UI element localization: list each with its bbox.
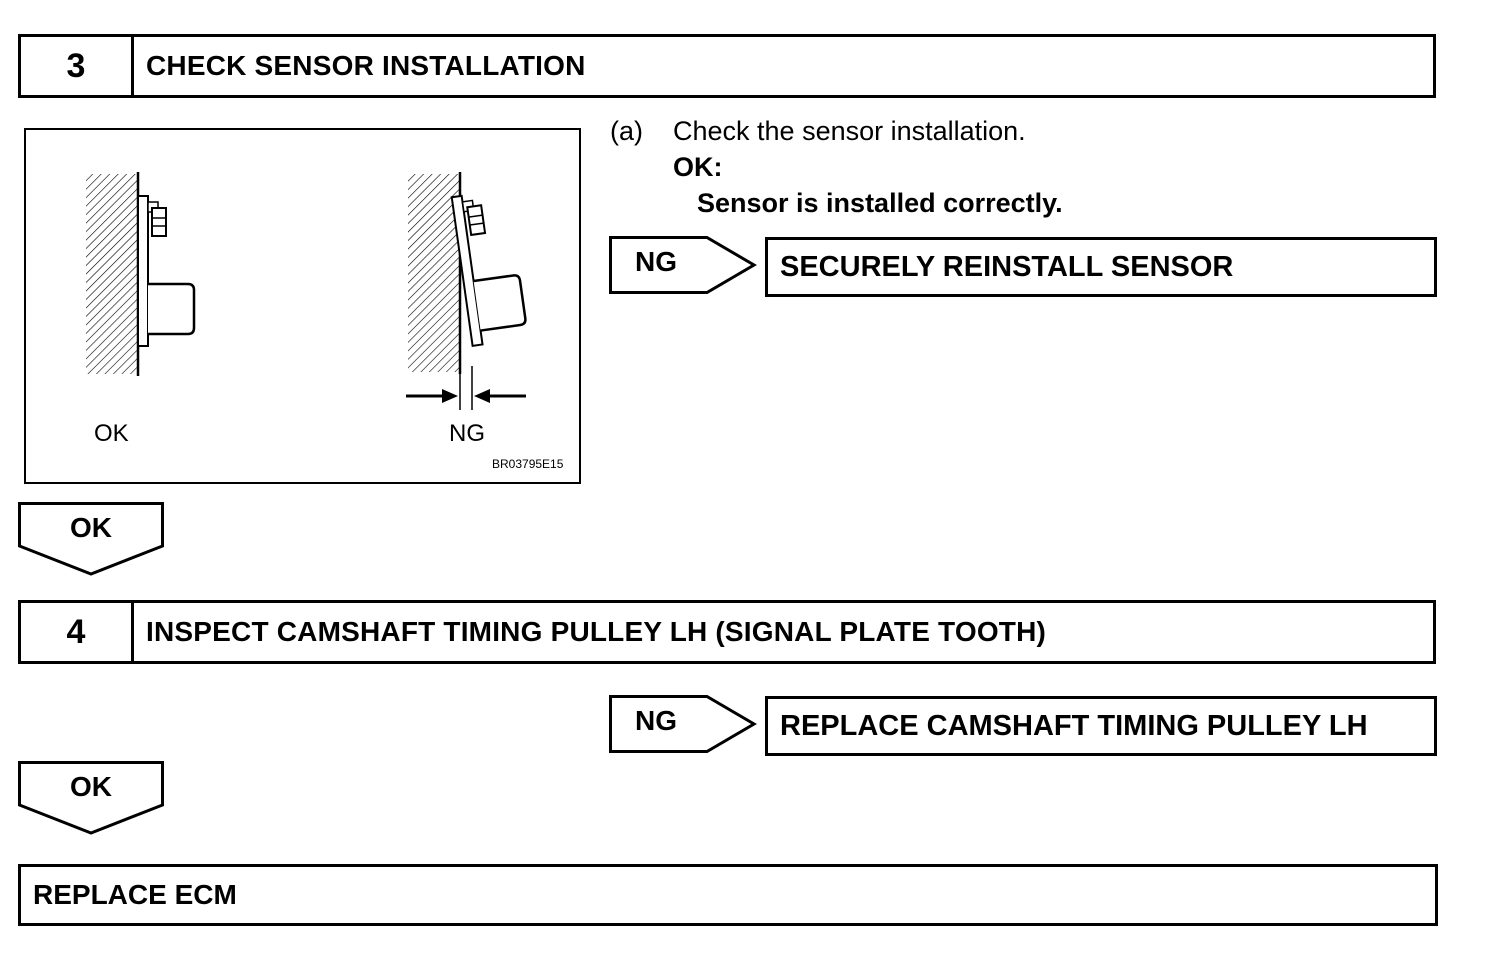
ng-arrow-icon	[609, 695, 757, 753]
ok-branch-tag-step4: OK	[18, 761, 164, 835]
figure-code: BR03795E15	[492, 457, 564, 471]
sensor-diagram	[86, 172, 527, 410]
step-number: 3	[21, 37, 134, 95]
sensor-installation-figure: OK NG BR03795E15	[24, 128, 581, 484]
ng-branch-tag-step4: NG	[609, 695, 757, 753]
figure-label-ok: OK	[94, 420, 129, 447]
ok-branch-tag-step3: OK	[18, 502, 164, 576]
action-replace-camshaft-timing-pulley: REPLACE CAMSHAFT TIMING PULLEY LH	[765, 696, 1437, 756]
ng-branch-tag-step3: NG	[609, 236, 757, 294]
ok-criteria-text: Sensor is installed correctly.	[697, 188, 1063, 218]
step-title: CHECK SENSOR INSTALLATION	[146, 50, 586, 81]
action-replace-ecm: REPLACE ECM	[18, 864, 1438, 926]
ok-arrow-icon	[18, 761, 164, 835]
ng-sensor-drawing	[406, 172, 527, 410]
step-title: INSPECT CAMSHAFT TIMING PULLEY LH (SIGNA…	[146, 616, 1047, 647]
ok-arrow-icon	[18, 502, 164, 576]
action-securely-reinstall-sensor: SECURELY REINSTALL SENSOR	[765, 237, 1437, 297]
ok-criteria-label: OK:	[673, 152, 723, 182]
instruction-text: Check the sensor installation.	[673, 116, 1026, 146]
ng-arrow-icon	[609, 236, 757, 294]
figure-label-ng: NG	[449, 420, 485, 447]
instruction-marker: (a)	[610, 116, 643, 146]
ok-tag-label: OK	[70, 512, 112, 543]
ok-tag-label: OK	[70, 771, 112, 802]
step-3-header: 3 CHECK SENSOR INSTALLATION	[18, 34, 1436, 98]
step-number: 4	[21, 603, 134, 661]
ng-tag-label: NG	[635, 246, 677, 277]
ng-tag-label: NG	[635, 705, 677, 736]
ok-sensor-drawing	[86, 172, 196, 376]
step-4-header: 4 INSPECT CAMSHAFT TIMING PULLEY LH (SIG…	[18, 600, 1436, 664]
